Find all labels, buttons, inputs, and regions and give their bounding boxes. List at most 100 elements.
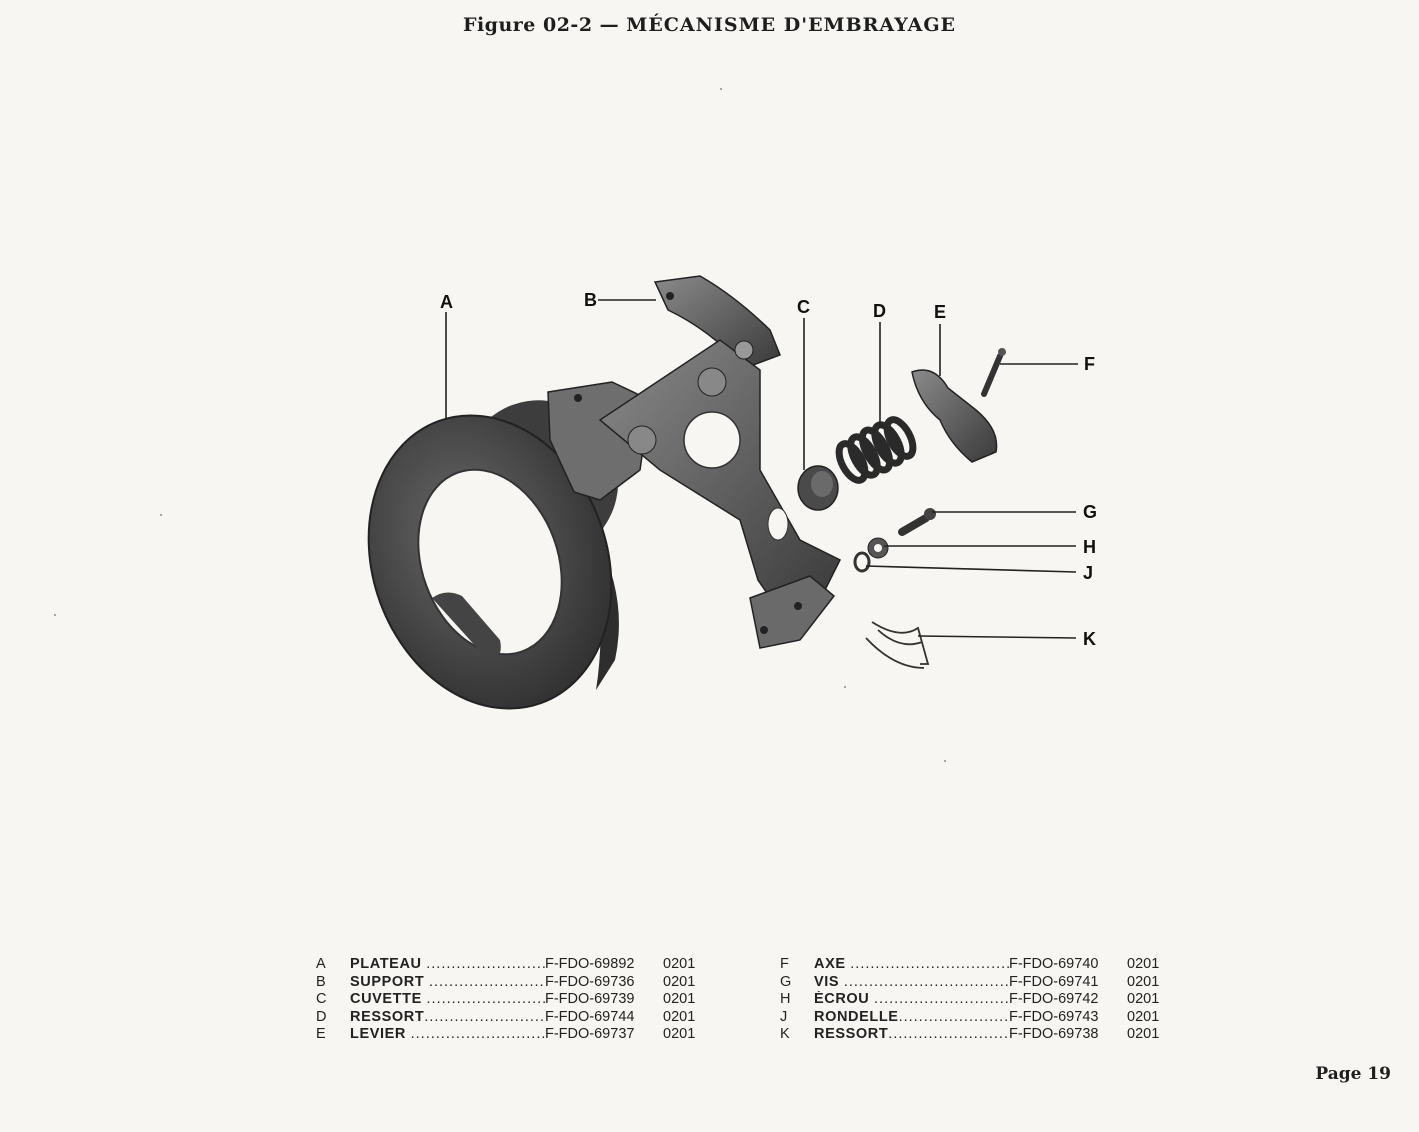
part-reference: F-FDO-69737 [545,1026,635,1042]
part-axe [981,348,1006,397]
scan-speck [844,686,846,688]
part-name-cell: RESSORT.................................… [814,1026,1009,1044]
part-name-cell: AXE .................................. [814,956,1009,974]
leader-dots: .................................. [850,956,1009,972]
part-rondelle [853,551,871,573]
part-cuvette [797,465,839,511]
part-reference: F-FDO-69738 [1009,1026,1099,1042]
part-plateau [367,400,619,710]
part-letter: E [316,1026,326,1042]
leader-dots: .................................. [874,991,1009,1007]
callout-label: F [1084,354,1095,374]
scan-speck [720,88,722,90]
legend-row: E LEVIER ...............................… [312,1026,713,1044]
part-letter: J [780,1008,788,1025]
legend-row: A PLATEAU ..............................… [312,956,713,974]
part-letter: K [780,1026,790,1042]
callout-label: C [797,297,810,317]
part-code: 0201 [663,1008,696,1025]
part-reference: F-FDO-69736 [545,973,635,990]
part-reference: F-FDO-69740 [1009,956,1099,972]
figure-title: Figure 02-2 — MÉCANISME D'EMBRAYAGE [0,14,1419,36]
page-number: Page 19 [1315,1064,1391,1084]
part-code: 0201 [1127,973,1160,990]
part-reference: F-FDO-69892 [545,956,635,972]
part-reference: F-FDO-69741 [1009,973,1099,990]
part-letter: F [780,956,789,972]
parts-legend-left: A PLATEAU ..............................… [312,956,713,1044]
callout-label: G [1083,502,1097,522]
part-name: AXE [814,956,846,972]
leader-dots: .................................. [424,1008,545,1025]
part-levier [911,369,998,463]
callout-label: D [873,301,886,321]
callout-label: A [440,292,453,312]
part-letter: H [780,991,791,1007]
part-code: 0201 [1127,1008,1160,1025]
callout-label: J [1083,563,1093,583]
part-name-cell: LEVIER .................................… [350,1026,545,1044]
legend-row: F AXE ..................................… [776,956,1177,974]
part-code: 0201 [663,991,696,1007]
part-reference: F-FDO-69739 [545,991,635,1007]
part-name: PLATEAU [350,956,422,972]
part-name-cell: ÉCROU .................................. [814,991,1009,1009]
leader-dots: .................................. [410,1026,545,1042]
part-code: 0201 [663,973,696,990]
part-name-cell: CUVETTE ................................… [350,991,545,1009]
legend-row: H ÉCROU ................................… [776,991,1177,1009]
scan-speck [54,614,56,616]
legend-row: G VIS ..................................… [776,974,1177,992]
part-name: SUPPORT [350,973,425,990]
part-reference: F-FDO-69744 [545,1008,635,1025]
leader-dots: .................................. [426,991,545,1007]
part-reference: F-FDO-69743 [1009,1008,1099,1025]
part-letter: C [316,991,327,1007]
leader-dots: .................................. [843,973,1009,990]
part-code: 0201 [1127,1026,1160,1042]
part-ressort-wire [865,621,930,669]
part-letter: A [316,956,326,972]
part-name-cell: RONDELLE................................… [814,1009,1009,1027]
callout-label: E [934,302,946,322]
part-name-cell: PLATEAU ................................… [350,956,545,974]
part-name: CUVETTE [350,991,422,1007]
callout-label: K [1083,629,1096,649]
callout-label: H [1083,537,1096,557]
part-name: RONDELLE [814,1008,899,1025]
legend-row: D RESSORT...............................… [312,1009,713,1027]
leader-dots: .................................. [898,1008,1009,1025]
scan-speck [944,760,946,762]
part-name: RESSORT [814,1026,889,1042]
part-name: ÉCROU [814,991,870,1007]
scan-speck [160,514,162,516]
part-letter: G [780,973,792,990]
part-ressort-spring [835,416,917,484]
part-name-cell: VIS .................................. [814,974,1009,992]
part-code: 0201 [663,1026,696,1042]
title-dash: — [599,14,620,36]
part-support [547,275,842,649]
figure-number: Figure 02-2 [462,14,593,36]
part-code: 0201 [1127,991,1160,1007]
part-vis [898,508,936,536]
part-letter: D [316,1008,327,1025]
callout-label: B [584,290,597,310]
leader-dots: .................................. [428,973,545,990]
part-name: VIS [814,973,840,990]
part-name: RESSORT [350,1008,425,1025]
leader-dots: .................................. [426,956,545,972]
part-reference: F-FDO-69742 [1009,991,1099,1007]
legend-row: B SUPPORT ..............................… [312,974,713,992]
part-name-cell: RESSORT.................................… [350,1009,545,1027]
part-name-cell: SUPPORT ................................… [350,974,545,992]
part-name: LEVIER [350,1026,406,1042]
part-ecrou [867,537,889,559]
part-code: 0201 [663,956,696,972]
part-code: 0201 [1127,956,1160,972]
figure-name: MÉCANISME D'EMBRAYAGE [626,14,957,36]
leader-dots: .................................. [888,1026,1009,1042]
legend-row: C CUVETTE ..............................… [312,991,713,1009]
legend-row: J RONDELLE..............................… [776,1009,1177,1027]
